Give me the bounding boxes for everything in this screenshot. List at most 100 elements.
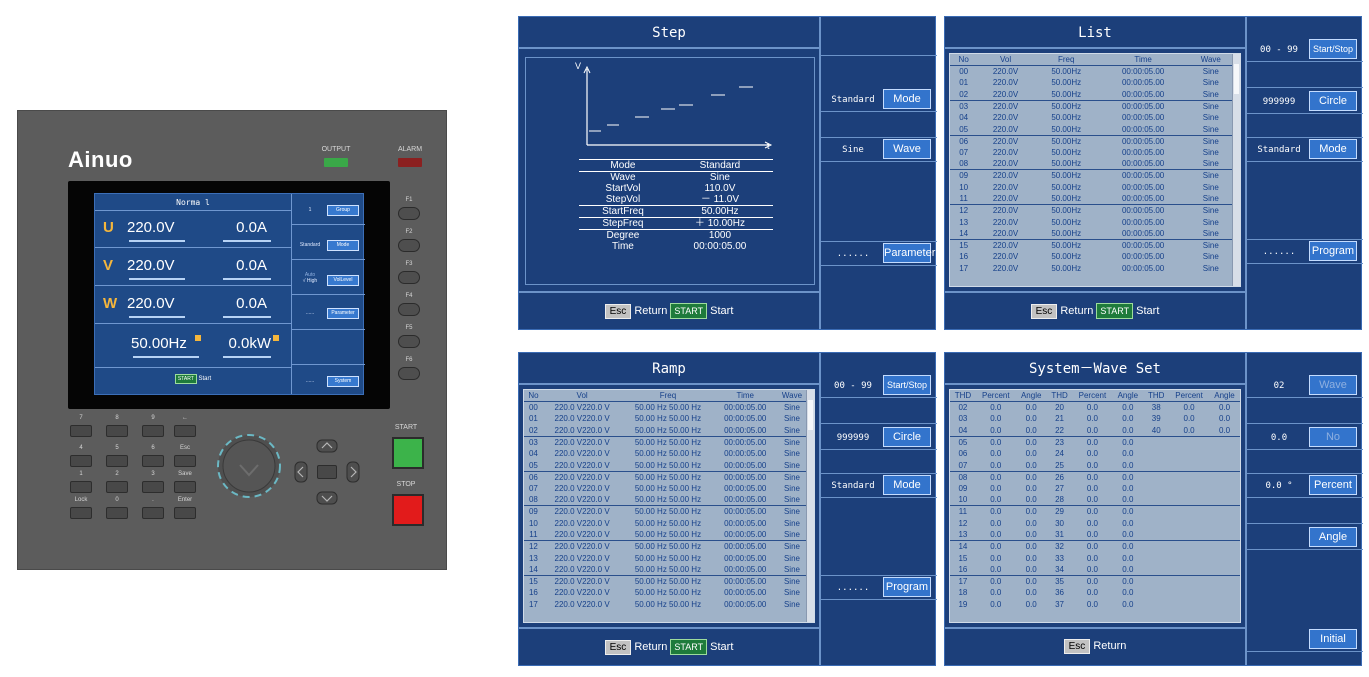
initial-button[interactable]: Initial [1309,629,1357,649]
ramp-scrollbar[interactable] [806,390,814,622]
key-6[interactable] [142,455,164,467]
center-key[interactable] [317,465,337,479]
list-scrollbar[interactable] [1232,54,1240,286]
left-arrow-key-icon[interactable] [294,461,308,483]
vollevel-softkey[interactable]: VolLevel [327,275,359,286]
parameter-softkey[interactable]: Parameter [327,308,359,319]
f4-key[interactable] [398,303,420,316]
start-softkey[interactable]: START [670,639,708,655]
key-4[interactable] [70,455,92,467]
mode-button[interactable]: Mode [1309,139,1357,159]
key-lock[interactable] [70,507,92,519]
key-3[interactable] [142,481,164,493]
esc-button[interactable]: Esc [1030,304,1058,319]
scroll-thumb[interactable] [808,400,813,430]
key-save[interactable] [174,481,196,493]
key-7[interactable] [70,425,92,437]
wave-button[interactable]: Wave [1309,375,1357,395]
start-stop-button[interactable]: Start/Stop [883,375,931,395]
key-1[interactable] [70,481,92,493]
key-esc[interactable] [174,455,196,467]
circle-button[interactable]: Circle [1309,91,1357,111]
f3-key[interactable] [398,271,420,284]
start-button[interactable] [392,437,424,469]
esc-button[interactable]: Esc [604,304,632,319]
mode-softkey[interactable]: Mode [327,240,359,251]
mode-button[interactable]: Mode [883,475,931,495]
wave-button[interactable]: Wave [883,139,931,159]
f2-key[interactable] [398,239,420,252]
key-enter[interactable] [174,507,196,519]
start-softkey[interactable]: START [1096,303,1134,319]
f6-key[interactable] [398,367,420,380]
mode-button[interactable]: Mode [883,89,931,109]
circle-button[interactable]: Circle [883,427,931,447]
start-stop-button[interactable]: Start/Stop [1309,39,1357,59]
program-button[interactable]: Program [1309,241,1357,261]
f1-key[interactable] [398,207,420,220]
key-backspace[interactable] [174,425,196,437]
parameter-button[interactable]: Parameter [883,243,935,263]
down-arrow-key-icon[interactable] [316,491,338,505]
up-arrow-key-icon[interactable] [316,439,338,453]
f5-key[interactable] [398,335,420,348]
key-0[interactable] [106,507,128,519]
system-softkey[interactable]: System [327,376,359,387]
right-arrow-key-icon[interactable] [346,461,360,483]
no-button[interactable]: No [1309,427,1357,447]
angle-button[interactable]: Angle [1309,527,1357,547]
start-softkey[interactable]: START [670,303,708,319]
esc-button[interactable]: Esc [604,640,632,655]
key-dot[interactable] [142,507,164,519]
key-8[interactable] [106,425,128,437]
stop-button[interactable] [392,494,424,526]
rotary-knob-icon[interactable] [216,433,282,499]
